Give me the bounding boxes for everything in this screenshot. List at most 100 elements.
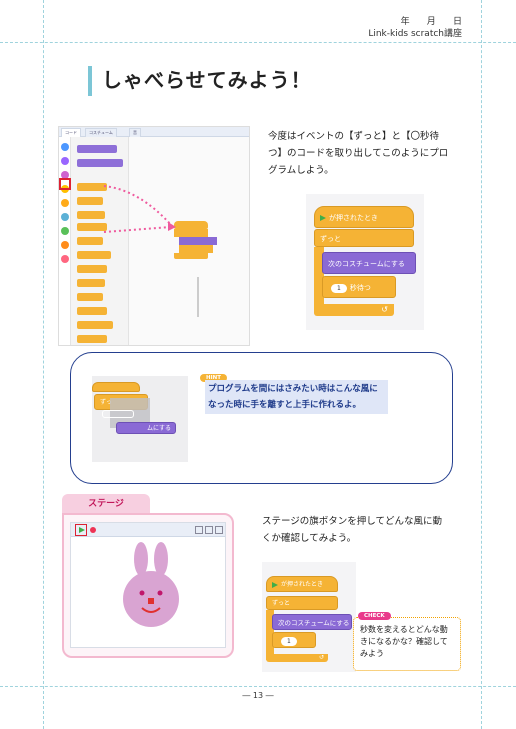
fullscreen-icon[interactable] bbox=[215, 526, 223, 534]
hint-box bbox=[70, 352, 453, 484]
course-name: Link-kids scratch講座 bbox=[368, 29, 462, 39]
check-badge: CHECK bbox=[358, 612, 391, 620]
intro-line-2: つ】のコードを取り出してこのようにプロ bbox=[268, 148, 449, 159]
palette-block[interactable] bbox=[77, 237, 103, 245]
forever-block[interactable]: ずっと bbox=[314, 229, 414, 247]
palette-block[interactable] bbox=[77, 335, 107, 343]
date-day: 日 bbox=[452, 17, 462, 27]
hint-costume-label: ムにする bbox=[146, 425, 171, 432]
stop-icon[interactable] bbox=[90, 527, 96, 533]
page-title: しゃべらせてみよう！ bbox=[102, 68, 312, 92]
green-flag-icon bbox=[320, 215, 326, 221]
tab-code[interactable]: コード bbox=[61, 128, 81, 137]
when-flag-label: が押されたとき bbox=[329, 214, 378, 222]
stage-instruction: ステージの旗ボタンを押してどんな風に動 くか確認してみよう。 bbox=[262, 513, 467, 547]
palette-block[interactable] bbox=[77, 223, 107, 231]
stage-tab: ステージ bbox=[62, 494, 150, 514]
forever-arm bbox=[314, 247, 324, 311]
rabbit-sprite[interactable] bbox=[119, 541, 183, 629]
margin-guide-left bbox=[43, 0, 44, 729]
script-wait-block[interactable] bbox=[179, 245, 213, 253]
check-box bbox=[353, 617, 461, 671]
check-text: 秒数を変えるとどんな動 きになるかな？確認して みよう bbox=[360, 624, 460, 660]
hint-line-2: なった時に手を離すと上手に作れるよ。 bbox=[208, 400, 362, 410]
next-costume-label: 次のコスチュームにする bbox=[278, 619, 350, 627]
palette-block[interactable] bbox=[77, 251, 111, 259]
hint-gap bbox=[102, 410, 134, 418]
forever-loop-end: ↺ bbox=[314, 304, 394, 316]
hint-badge: HINT bbox=[200, 374, 228, 382]
palette-block[interactable] bbox=[77, 265, 107, 273]
selected-category-highlight bbox=[59, 178, 71, 190]
margin-guide-right bbox=[481, 0, 482, 729]
palette-block-wait[interactable] bbox=[77, 183, 107, 191]
palette-block[interactable] bbox=[77, 159, 123, 167]
script-hat-block[interactable] bbox=[174, 221, 208, 229]
forever-label: ずっと bbox=[272, 600, 291, 607]
loop-arrow-icon: ↺ bbox=[318, 654, 324, 661]
category-control[interactable] bbox=[61, 199, 69, 207]
category-motion[interactable] bbox=[61, 143, 69, 151]
green-flag-icon bbox=[79, 527, 85, 533]
palette-block-forever[interactable] bbox=[77, 211, 105, 219]
forever-arm bbox=[266, 610, 274, 660]
date-year: 年 bbox=[400, 17, 410, 27]
hint-line-1: プログラムを間にはさみたい時はこんな風に bbox=[208, 384, 378, 394]
date-line: 年 月 日 bbox=[350, 16, 462, 28]
script-costume-block[interactable] bbox=[179, 237, 217, 245]
when-flag-clicked-block[interactable]: が押されたとき bbox=[314, 206, 414, 228]
category-sensing[interactable] bbox=[61, 213, 69, 221]
large-stage-icon[interactable] bbox=[205, 526, 213, 534]
intro-line-1: 今度はイベントの【ずっと】と【〇秒待 bbox=[268, 131, 440, 142]
category-operators[interactable] bbox=[61, 227, 69, 235]
check-line-2: きになるかな？確認して bbox=[360, 637, 448, 646]
hint-forever-label: ずっ bbox=[100, 399, 113, 406]
margin-guide-top bbox=[0, 42, 516, 43]
hint-hat-block bbox=[92, 382, 140, 392]
tab-costume[interactable]: コスチューム bbox=[85, 128, 117, 137]
stage-line-2: くか確認してみよう。 bbox=[262, 533, 357, 544]
date-month: 月 bbox=[426, 17, 436, 27]
check-line-1: 秒数を変えるとどんな動 bbox=[360, 625, 448, 634]
green-flag-button[interactable] bbox=[75, 524, 87, 536]
when-flag-label: が押されたとき bbox=[281, 581, 324, 588]
category-variables[interactable] bbox=[61, 241, 69, 249]
palette-block[interactable] bbox=[77, 279, 105, 287]
check-line-3: みよう bbox=[360, 649, 384, 658]
stage-toolbar bbox=[71, 523, 225, 537]
script-area[interactable] bbox=[129, 137, 249, 345]
forever-loop-end: ↺ bbox=[266, 654, 328, 662]
forever-block[interactable]: ずっと bbox=[266, 596, 338, 610]
palette-block[interactable] bbox=[77, 307, 107, 315]
hint-text: プログラムを間にはさみたい時はこんな風に なった時に手を離すと上手に作れるよ。 bbox=[205, 380, 388, 414]
palette-block[interactable] bbox=[77, 197, 103, 205]
wait-seconds-input[interactable]: 1 bbox=[331, 284, 347, 293]
block-palette bbox=[71, 137, 129, 345]
small-stage-icon[interactable] bbox=[195, 526, 203, 534]
category-looks[interactable] bbox=[61, 157, 69, 165]
scrollbar[interactable] bbox=[197, 277, 199, 317]
category-sound[interactable] bbox=[61, 171, 69, 179]
palette-block[interactable] bbox=[77, 293, 103, 301]
scratch-editor-screenshot: コード コスチューム 音 bbox=[58, 126, 250, 346]
palette-block[interactable] bbox=[77, 321, 113, 329]
program-screenshot: が押されたとき ずっと 次のコスチュームにする 1 ↺ bbox=[262, 562, 356, 672]
next-costume-block[interactable]: 次のコスチュームにする bbox=[322, 252, 416, 274]
green-flag-icon bbox=[272, 581, 278, 588]
wait-seconds-input[interactable]: 1 bbox=[281, 637, 297, 646]
category-my-blocks[interactable] bbox=[61, 255, 69, 263]
next-costume-block[interactable]: 次のコスチュームにする bbox=[272, 614, 352, 630]
page-number: ― 13 ― bbox=[242, 691, 274, 700]
margin-guide-bottom bbox=[0, 686, 516, 687]
wait-block[interactable]: 1 bbox=[272, 632, 316, 648]
hint-illustration: ずっ ムにする bbox=[92, 376, 188, 462]
when-flag-clicked-block[interactable]: が押されたとき bbox=[266, 576, 338, 592]
wait-label: 秒待つ bbox=[349, 284, 371, 292]
palette-block[interactable] bbox=[77, 145, 117, 153]
next-costume-label: 次のコスチュームにする bbox=[328, 260, 405, 268]
script-forever-block[interactable] bbox=[174, 229, 208, 237]
tab-sound[interactable]: 音 bbox=[129, 128, 141, 137]
loop-arrow-icon: ↺ bbox=[381, 305, 388, 314]
